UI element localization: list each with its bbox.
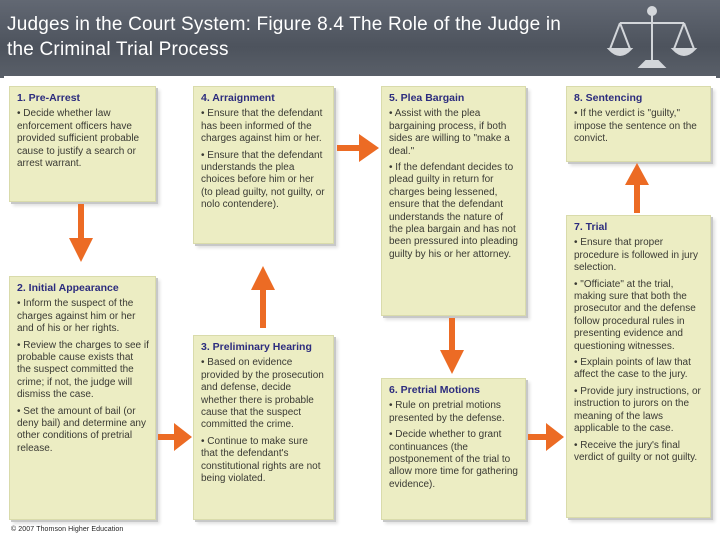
arraignment-item: • Ensure that the defendant has been inf… — [201, 108, 323, 145]
initial-appearance-item: • Set the amount of bail (or deny bail) … — [17, 405, 146, 454]
trial-box: 7. Trial • Ensure that proper procedure … — [566, 215, 711, 518]
preliminary-hearing-box: 3. Preliminary Hearing • Based on eviden… — [193, 335, 334, 520]
slide-title: Judges in the Court System: Figure 8.4 T… — [7, 14, 562, 60]
pretrial-motions-title: 6. Pretrial Motions — [389, 384, 481, 396]
pre-arrest-item: • Decide whether law enforcement officer… — [17, 108, 140, 170]
plea-bargain-title: 5. Plea Bargain — [389, 92, 465, 104]
arrow-down-icon — [69, 204, 93, 262]
arrow-down-icon — [440, 318, 464, 374]
initial-appearance-title: 2. Initial Appearance — [17, 282, 119, 294]
pretrial-motions-box: 6. Pretrial Motions • Rule on pretrial m… — [381, 378, 526, 520]
arrow-right-icon — [337, 134, 379, 162]
trial-item: • Receive the jury's final verdict of gu… — [574, 439, 698, 463]
pre-arrest-title: 1. Pre-Arrest — [17, 92, 81, 104]
arrow-up-icon — [625, 163, 649, 213]
trial-item: • Provide jury instructions, or instruct… — [574, 385, 701, 435]
pretrial-motions-item: • Rule on pretrial motions presented by … — [389, 400, 505, 424]
scales-of-justice-icon — [606, 6, 698, 68]
initial-appearance-item: • Inform the suspect of the charges agai… — [17, 298, 136, 335]
plea-bargain-item: • If the defendant decides to plead guil… — [389, 162, 518, 260]
trial-title: 7. Trial — [574, 221, 608, 233]
preliminary-hearing-item: • Continue to make sure that the defenda… — [201, 435, 321, 485]
slide-header: Judges in the Court System: Figure 8.4 T… — [0, 0, 720, 78]
trial-item: • "Officiate" at the trial, making sure … — [574, 278, 696, 352]
arrow-right-icon — [528, 423, 564, 451]
arraignment-box: 4. Arraignment • Ensure that the defenda… — [193, 86, 334, 244]
pre-arrest-box: 1. Pre-Arrest • Decide whether law enfor… — [9, 86, 156, 202]
sentencing-title: 8. Sentencing — [574, 92, 643, 104]
initial-appearance-box: 2. Initial Appearance • Inform the suspe… — [9, 276, 156, 520]
arraignment-item: • Ensure that the defendant understands … — [201, 149, 325, 211]
pretrial-motions-item: • Decide whether to grant continuances (… — [389, 429, 518, 490]
arraignment-title: 4. Arraignment — [201, 92, 275, 104]
preliminary-hearing-title: 3. Preliminary Hearing — [201, 341, 312, 353]
trial-item: • Ensure that proper procedure is follow… — [574, 237, 698, 274]
plea-bargain-box: 5. Plea Bargain • Assist with the plea b… — [381, 86, 526, 316]
plea-bargain-item: • Assist with the plea bargaining proces… — [389, 108, 510, 157]
arrow-up-icon — [251, 266, 275, 328]
copyright-text: © 2007 Thomson Higher Education — [11, 526, 124, 533]
preliminary-hearing-item: • Based on evidence provided by the pros… — [201, 357, 324, 431]
sentencing-item: • If the verdict is "guilty," impose the… — [574, 108, 697, 145]
trial-item: • Explain points of law that affect the … — [574, 357, 691, 381]
arrow-right-icon — [158, 423, 192, 451]
sentencing-box: 8. Sentencing • If the verdict is "guilt… — [566, 86, 711, 162]
initial-appearance-item: • Review the charges to see if probable … — [17, 339, 149, 401]
